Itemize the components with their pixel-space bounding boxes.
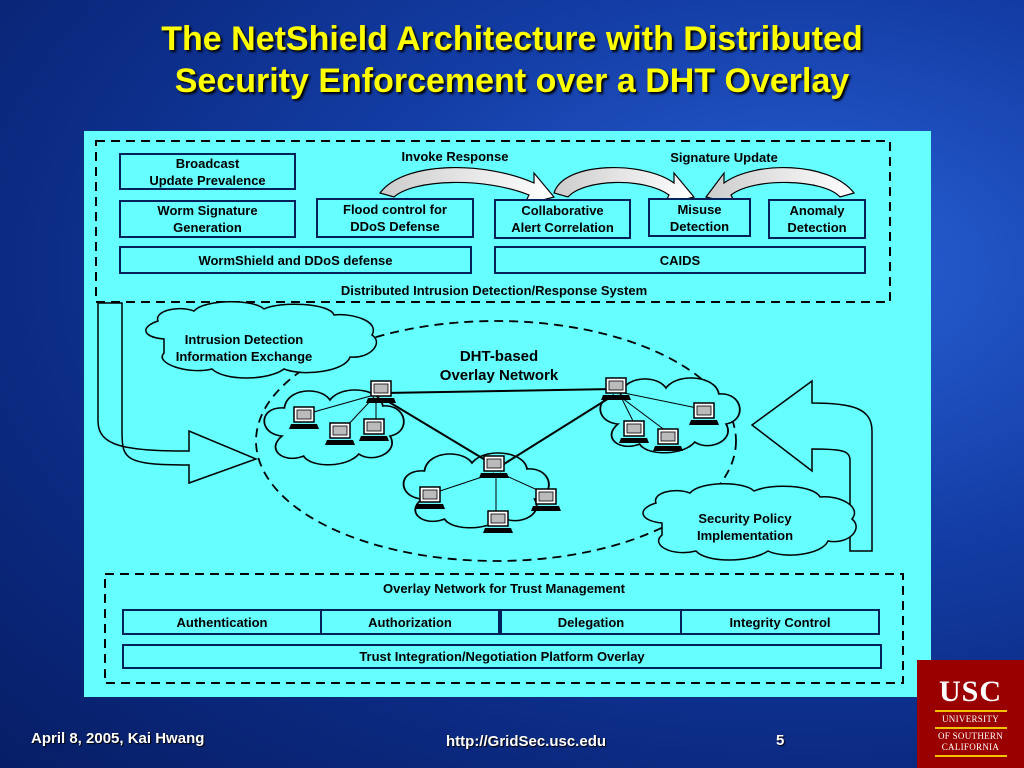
broadcast-box: Broadcast Update Prevalence: [119, 153, 296, 190]
anomaly-detection-box: Anomaly Detection: [768, 199, 866, 239]
usc-logo-sub1: UNIVERSITY: [942, 714, 999, 724]
dht-ellipse: [255, 320, 737, 562]
computer-icon: [652, 428, 684, 452]
computer-icon: [482, 510, 514, 534]
authentication-box: Authentication: [122, 609, 322, 635]
usc-logo: USC UNIVERSITY OF SOUTHERN CALIFORNIA: [917, 660, 1024, 768]
computer-icon: [600, 377, 632, 401]
footer-page-number: 5: [776, 732, 785, 749]
usc-logo-sub3: CALIFORNIA: [941, 742, 1000, 752]
wormshield-box: WormShield and DDoS defense: [119, 246, 472, 274]
diagram-graphics: [95, 140, 904, 684]
usc-logo-rule: [934, 710, 1007, 712]
authorization-box: Authorization: [320, 609, 500, 635]
computer-icon: [618, 420, 650, 444]
cloud-ide-info: [145, 301, 378, 379]
security-policy-label: Security Policy Implementation: [696, 511, 794, 543]
usc-logo-rule: [934, 755, 1007, 757]
computer-icon: [414, 486, 446, 510]
ids-system-label: Distributed Intrusion Detection/Response…: [340, 283, 648, 298]
link-backbone-right: [503, 394, 615, 465]
computer-icon: [324, 422, 356, 446]
trust-region: [104, 573, 904, 684]
signature-update-arrow-2: [704, 166, 856, 206]
ide-cloud-label: Intrusion Detection Information Exchange: [175, 332, 313, 364]
right-flow-arrow: [750, 379, 873, 552]
computer-icon: [688, 402, 720, 426]
computer-icon: [358, 418, 390, 442]
left-flow-arrow: [97, 302, 259, 485]
link-backbone-top: [383, 388, 615, 394]
computer-icon: [478, 455, 510, 479]
usc-logo-sub2: OF SOUTHERN: [937, 731, 1004, 741]
ids-region: [95, 140, 891, 303]
computer-icon: [365, 380, 397, 404]
footer-date-author: April 8, 2005, Kai Hwang: [31, 730, 205, 747]
usc-logo-text: USC: [938, 675, 1002, 708]
invoke-response-label: Invoke Response: [401, 149, 509, 164]
footer-url[interactable]: http://GridSec.usc.edu: [446, 733, 607, 750]
dht-overlay-label: DHT-based Overlay Network: [439, 348, 559, 384]
trust-title-label: Overlay Network for Trust Management: [382, 581, 625, 596]
misuse-detection-box: Misuse Detection: [648, 198, 751, 237]
signature-update-arrow-1: [553, 166, 696, 206]
collaborative-alert-box: Collaborative Alert Correlation: [494, 199, 631, 239]
title-line-2: Security Enforcement over a DHT Overlay: [174, 62, 850, 100]
slide-title: The NetShield Architecture with Distribu…: [0, 18, 1024, 102]
integrity-control-box: Integrity Control: [680, 609, 880, 635]
architecture-diagram: Broadcast Update Prevalence Worm Signatu…: [84, 131, 931, 697]
cloud-security-policy: [642, 483, 857, 561]
signature-update-label: Signature Update: [670, 150, 778, 165]
flood-control-box: Flood control for DDoS Defense: [316, 198, 474, 238]
invoke-response-arrow: [378, 167, 556, 206]
delegation-box: Delegation: [500, 609, 682, 635]
trust-platform-box: Trust Integration/Negotiation Platform O…: [122, 644, 882, 669]
title-line-1: The NetShield Architecture with Distribu…: [161, 20, 863, 58]
usc-logo-rule: [934, 727, 1007, 729]
worm-signature-box: Worm Signature Generation: [119, 200, 296, 238]
local-links: [309, 392, 703, 513]
computer-icon: [530, 488, 562, 512]
caids-box: CAIDS: [494, 246, 866, 274]
computer-icon: [288, 406, 320, 430]
link-backbone-left: [383, 398, 493, 465]
